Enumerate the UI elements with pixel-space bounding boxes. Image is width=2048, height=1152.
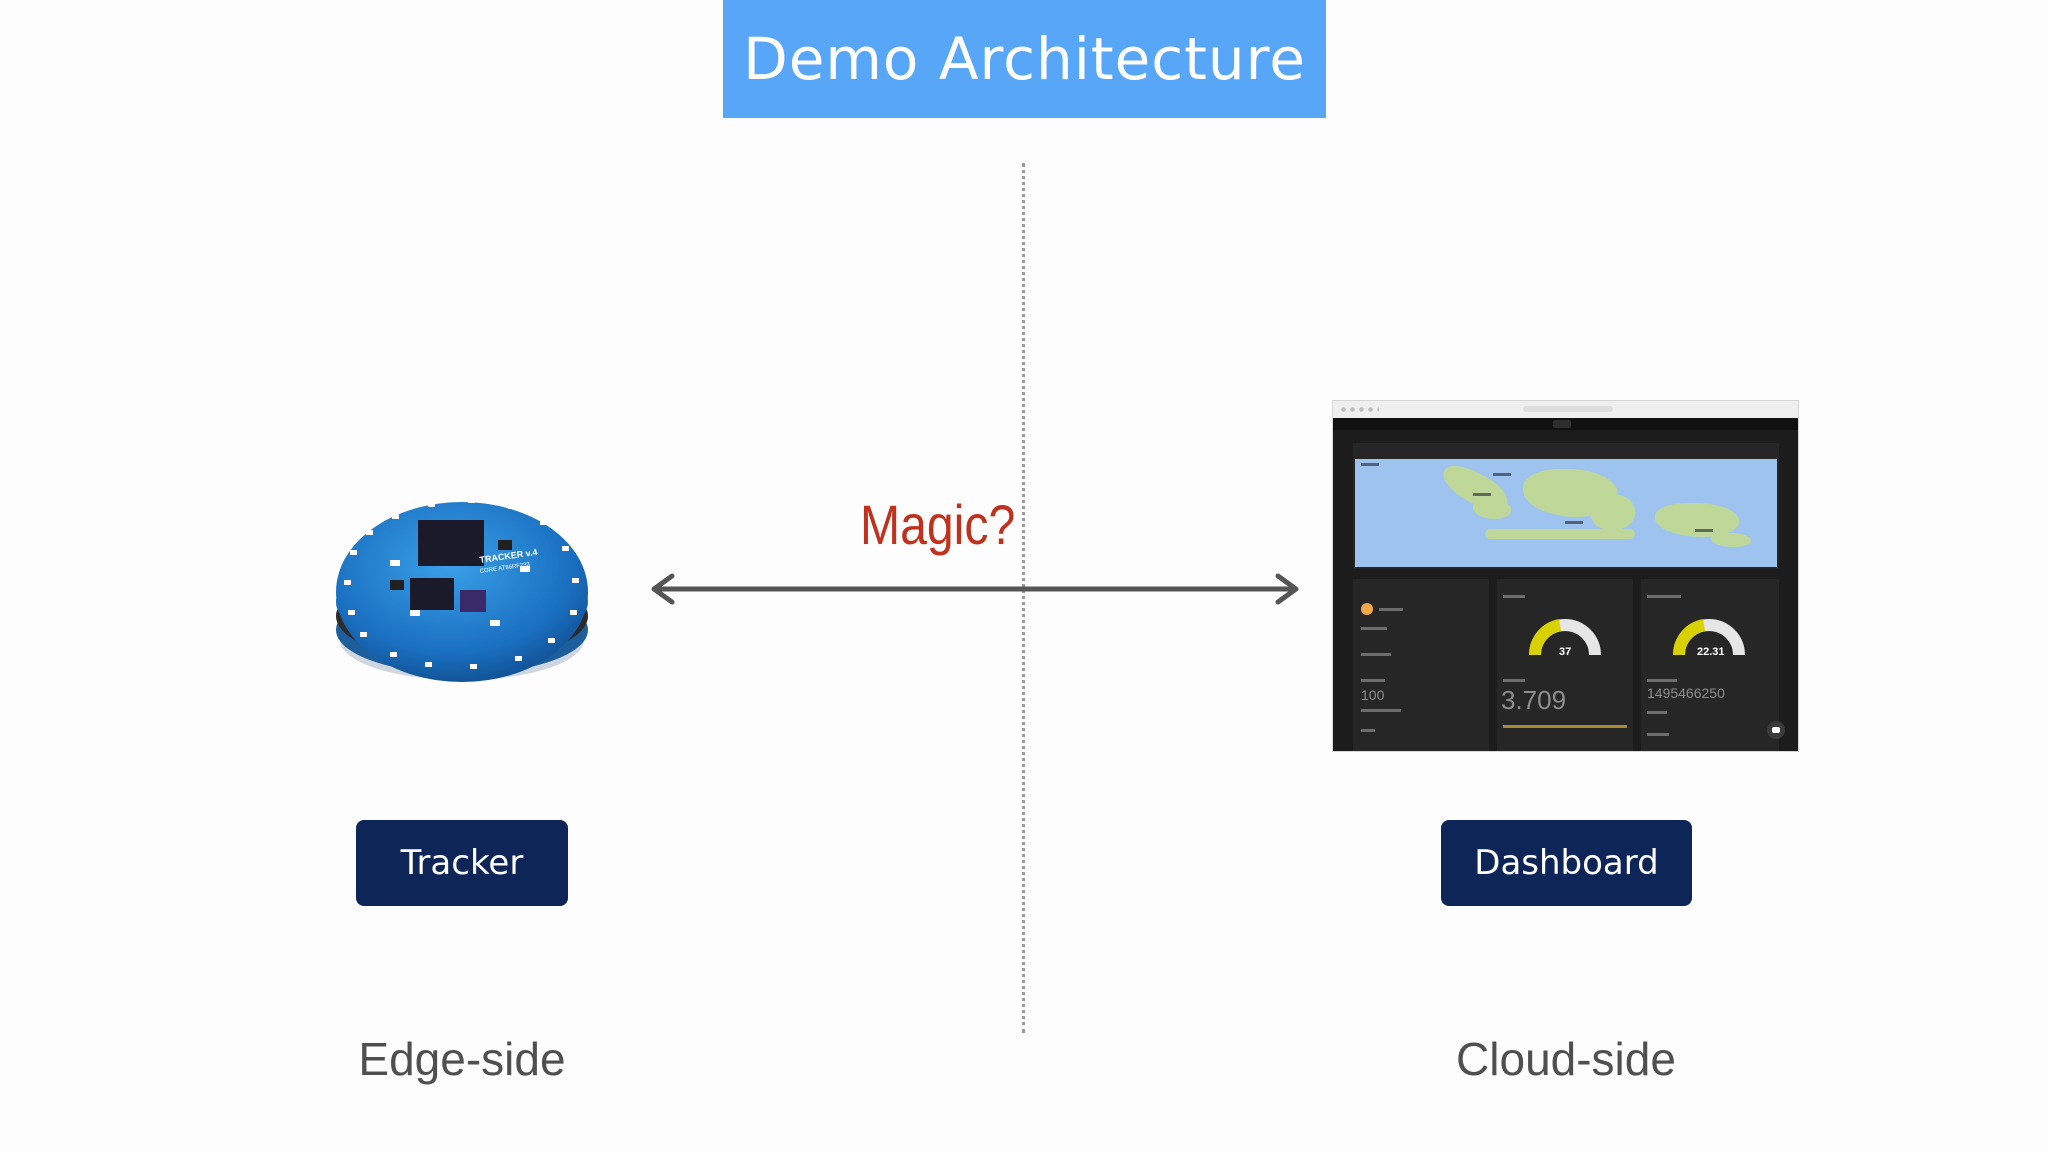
battery-gauge <box>1529 619 1601 656</box>
battery-gauge-value: 37 <box>1559 646 1572 658</box>
dashboard-toolbar <box>1333 418 1798 430</box>
map-view <box>1355 459 1777 567</box>
location-card: 100 <box>1353 579 1489 751</box>
browser-chrome <box>1333 401 1798 418</box>
temperature-card: 22.31 1495466250 <box>1641 579 1779 751</box>
edge-cloud-divider <box>1022 163 1025 1033</box>
bidirectional-arrow <box>651 573 1299 605</box>
tracker-board-image: TRACKER v.4 CORE AT86RF233 <box>336 498 588 682</box>
dashboard-screenshot-image: 100 37 3.709 22.31 1495466250 <box>1332 400 1799 752</box>
battery-card: 37 3.709 <box>1497 579 1633 751</box>
chat-icon <box>1767 721 1785 739</box>
slide-title: Demo Architecture <box>723 0 1326 118</box>
dashboard-label: Dashboard <box>1441 820 1692 906</box>
altitude-value: 100 <box>1361 687 1385 703</box>
cloud-side-label: Cloud-side <box>1456 1033 1676 1085</box>
temperature-gauge <box>1673 619 1745 656</box>
tracker-label: Tracker <box>356 820 568 906</box>
connection-label: Magic? <box>860 493 1016 556</box>
edge-side-label: Edge-side <box>358 1033 566 1085</box>
temperature-gauge-value: 22.31 <box>1697 646 1725 658</box>
timestamp-value: 1495466250 <box>1647 685 1725 701</box>
map-panel <box>1353 443 1779 569</box>
voltage-value: 3.709 <box>1501 685 1567 715</box>
